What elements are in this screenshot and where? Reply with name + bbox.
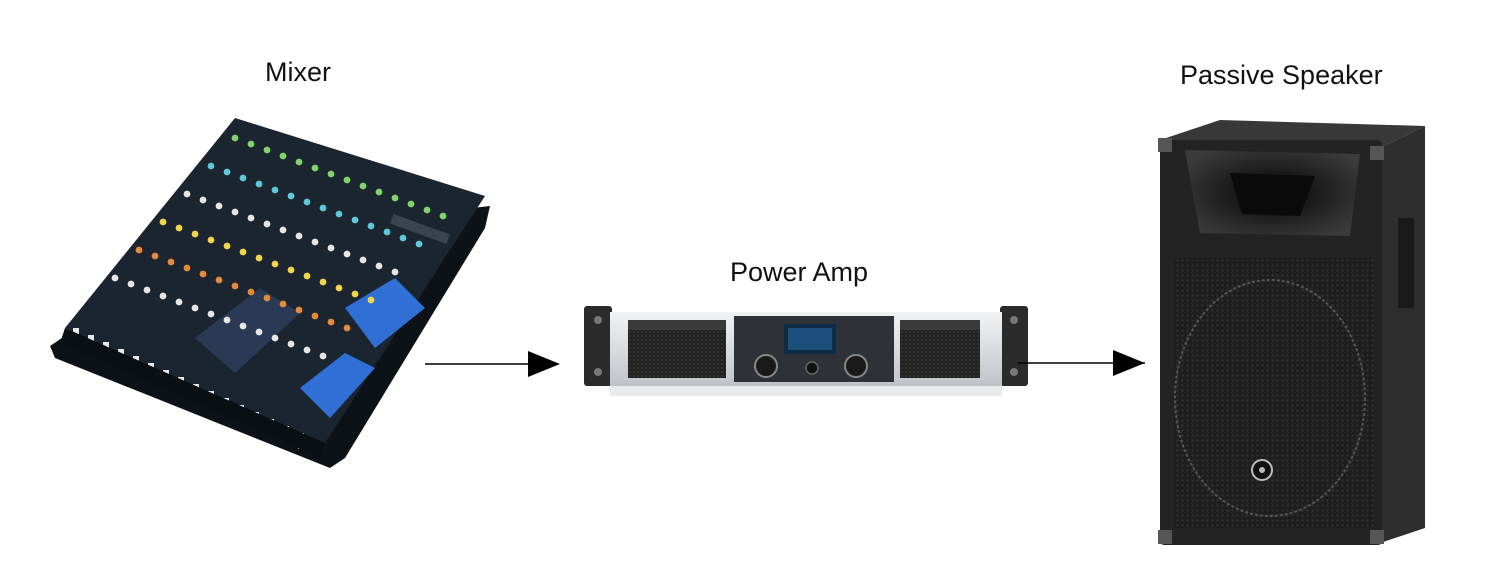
mixer-knob [279, 226, 287, 234]
mixer-knob [127, 280, 135, 288]
mixer-knob [271, 334, 279, 342]
mixer-knob [295, 232, 303, 240]
mixer-knob [159, 218, 167, 226]
mixer-knob [255, 180, 263, 188]
mixer-knob [335, 210, 343, 218]
mixer-knob [223, 242, 231, 250]
mixer-knob [335, 284, 343, 292]
mixer-knob [263, 220, 271, 228]
mixer-knob [167, 258, 175, 266]
mixer-knob [423, 206, 431, 214]
mixer-knob [279, 152, 287, 160]
mixer-knob [159, 292, 167, 300]
mixer-knob [175, 224, 183, 232]
mixer-knob [319, 352, 327, 360]
mixer-knob [295, 158, 303, 166]
mixer-knob [183, 190, 191, 198]
mixer-knob [135, 246, 143, 254]
mixer-knob [239, 248, 247, 256]
mixer-knob [231, 282, 239, 290]
mixer-knob [239, 322, 247, 330]
mixer-knob [359, 256, 367, 264]
mixer-knob [351, 290, 359, 298]
mixer-knob [231, 208, 239, 216]
mixer-label: Mixer [265, 57, 331, 87]
mixer-knob [199, 196, 207, 204]
mixer-knob [151, 252, 159, 260]
mixer-knob [327, 170, 335, 178]
mixer-knobs [111, 134, 447, 360]
mixer-knob [255, 328, 263, 336]
mixer-knob [319, 278, 327, 286]
mixer-knob [407, 200, 415, 208]
mixer-knob [303, 346, 311, 354]
mixer-knob [295, 306, 303, 314]
mixer-knob [383, 228, 391, 236]
mixer-knob [327, 318, 335, 326]
mixer-knob [415, 240, 423, 248]
mixer-icon [50, 118, 490, 468]
mixer-knob [231, 134, 239, 142]
mixer-knob [271, 260, 279, 268]
mixer-knob [143, 286, 151, 294]
power-amp-label: Power Amp [730, 257, 869, 287]
mixer-knob [263, 294, 271, 302]
passive-speaker-label: Passive Speaker [1180, 60, 1383, 90]
mixer-knob [359, 182, 367, 190]
mixer-knob [207, 236, 215, 244]
power-amp-icon [584, 306, 1028, 396]
mixer-knob [287, 340, 295, 348]
mixer-knob [223, 168, 231, 176]
mixer-knob [287, 192, 295, 200]
mixer-knob [247, 140, 255, 148]
mixer-knob [111, 274, 119, 282]
mixer-knob [343, 324, 351, 332]
mixer-knob [207, 162, 215, 170]
mixer-knob [319, 204, 327, 212]
passive-speaker-icon [1158, 120, 1425, 545]
mixer-knob [271, 186, 279, 194]
mixer-knob [311, 312, 319, 320]
mixer-knob [303, 272, 311, 280]
mixer-knob [327, 244, 335, 252]
mixer-knob [191, 304, 199, 312]
mixer-knob [367, 296, 375, 304]
arrowhead-mixer-to-amp [528, 351, 560, 377]
mixer-knob [367, 222, 375, 230]
mixer-knob [191, 230, 199, 238]
mixer-knob [311, 238, 319, 246]
mixer-knob [439, 212, 447, 220]
mixer-knob [375, 188, 383, 196]
mixer-knob [343, 250, 351, 258]
mixer-knob [183, 264, 191, 272]
mixer-knob [263, 146, 271, 154]
mixer-knob [239, 174, 247, 182]
mixer-knob [255, 254, 263, 262]
mixer-knob [399, 234, 407, 242]
mixer-knob [215, 276, 223, 284]
mixer-knob [223, 316, 231, 324]
mixer-knob [351, 216, 359, 224]
mixer-knob [287, 266, 295, 274]
mixer-knob [247, 288, 255, 296]
mixer-knob [247, 214, 255, 222]
mixer-knob [279, 300, 287, 308]
mixer-knob [343, 176, 351, 184]
mixer-knob [175, 298, 183, 306]
mixer-knob [391, 268, 399, 276]
mixer-knob [311, 164, 319, 172]
mixer-knob [303, 198, 311, 206]
arrowhead-amp-to-speaker [1113, 350, 1145, 376]
mixer-knob [207, 310, 215, 318]
mixer-knob [199, 270, 207, 278]
mixer-knob [391, 194, 399, 202]
mixer-knob [375, 262, 383, 270]
mixer-knob [215, 202, 223, 210]
